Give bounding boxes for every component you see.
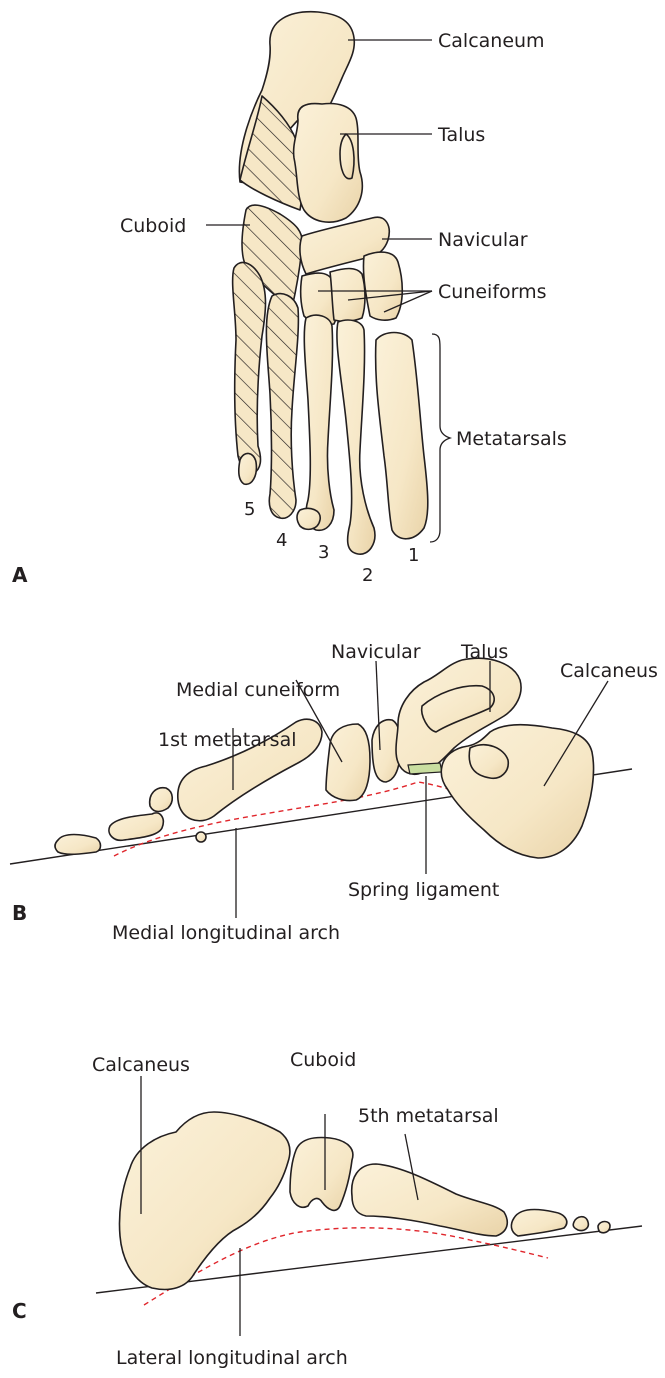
medial-cuneiform-b xyxy=(326,724,370,801)
label-medial-cuneiform-b: Medial cuneiform xyxy=(176,679,340,701)
metatarsal-4-a xyxy=(266,294,298,519)
calcaneus-bone-c xyxy=(119,1112,289,1289)
label-navicular-b: Navicular xyxy=(331,641,421,663)
label-cuboid-c: Cuboid xyxy=(290,1049,356,1071)
panel-a: Calcaneum Talus Cuboid Navicular Cuneifo… xyxy=(12,12,567,587)
label-spring-ligament: Spring ligament xyxy=(348,879,499,901)
label-lateral-arch: Lateral longitudinal arch xyxy=(116,1347,348,1369)
metatarsal-2-a xyxy=(337,320,375,554)
label-first-metatarsal-b: 1st metatarsal xyxy=(158,729,297,751)
calcaneus-bone-b xyxy=(441,725,593,858)
metatarsal-1-a xyxy=(376,333,428,539)
cuboid-bone-c xyxy=(290,1138,353,1211)
fifth-metatarsal-c xyxy=(352,1164,508,1236)
label-cuneiforms: Cuneiforms xyxy=(438,281,547,303)
metatarsals-brace xyxy=(430,334,450,542)
metatarsal-number-5: 5 xyxy=(244,499,255,520)
label-navicular: Navicular xyxy=(438,229,528,251)
panel-letter-c: C xyxy=(12,1299,27,1323)
label-calcaneus-c: Calcaneus xyxy=(92,1054,190,1076)
label-medial-arch: Medial longitudinal arch xyxy=(112,922,340,944)
metatarsal-number-3: 3 xyxy=(318,542,329,563)
metatarsal-3-a xyxy=(304,315,334,530)
label-talus-b: Talus xyxy=(460,641,508,663)
label-calcaneus-b: Calcaneus xyxy=(560,660,658,682)
intermediate-cuneiform-a xyxy=(330,269,365,322)
metatarsal-number-4: 4 xyxy=(276,530,287,551)
spring-ligament xyxy=(408,763,442,774)
label-talus: Talus xyxy=(437,124,485,146)
label-fifth-metatarsal-c: 5th metatarsal xyxy=(358,1105,499,1127)
panel-letter-a: A xyxy=(12,563,28,587)
panel-letter-b: B xyxy=(12,901,27,925)
metatarsal-number-2: 2 xyxy=(362,565,373,586)
metatarsal-5-a xyxy=(233,262,266,474)
label-metatarsals: Metatarsals xyxy=(456,428,567,450)
label-cuboid: Cuboid xyxy=(120,215,186,237)
panel-c: Calcaneus Cuboid 5th metatarsal Lateral … xyxy=(12,1049,642,1369)
metatarsal-number-1: 1 xyxy=(408,545,419,566)
panel-b: Navicular Talus Medial cuneiform Calcane… xyxy=(10,641,658,944)
label-calcaneum: Calcaneum xyxy=(438,30,545,52)
medial-cuneiform-a xyxy=(363,252,402,320)
